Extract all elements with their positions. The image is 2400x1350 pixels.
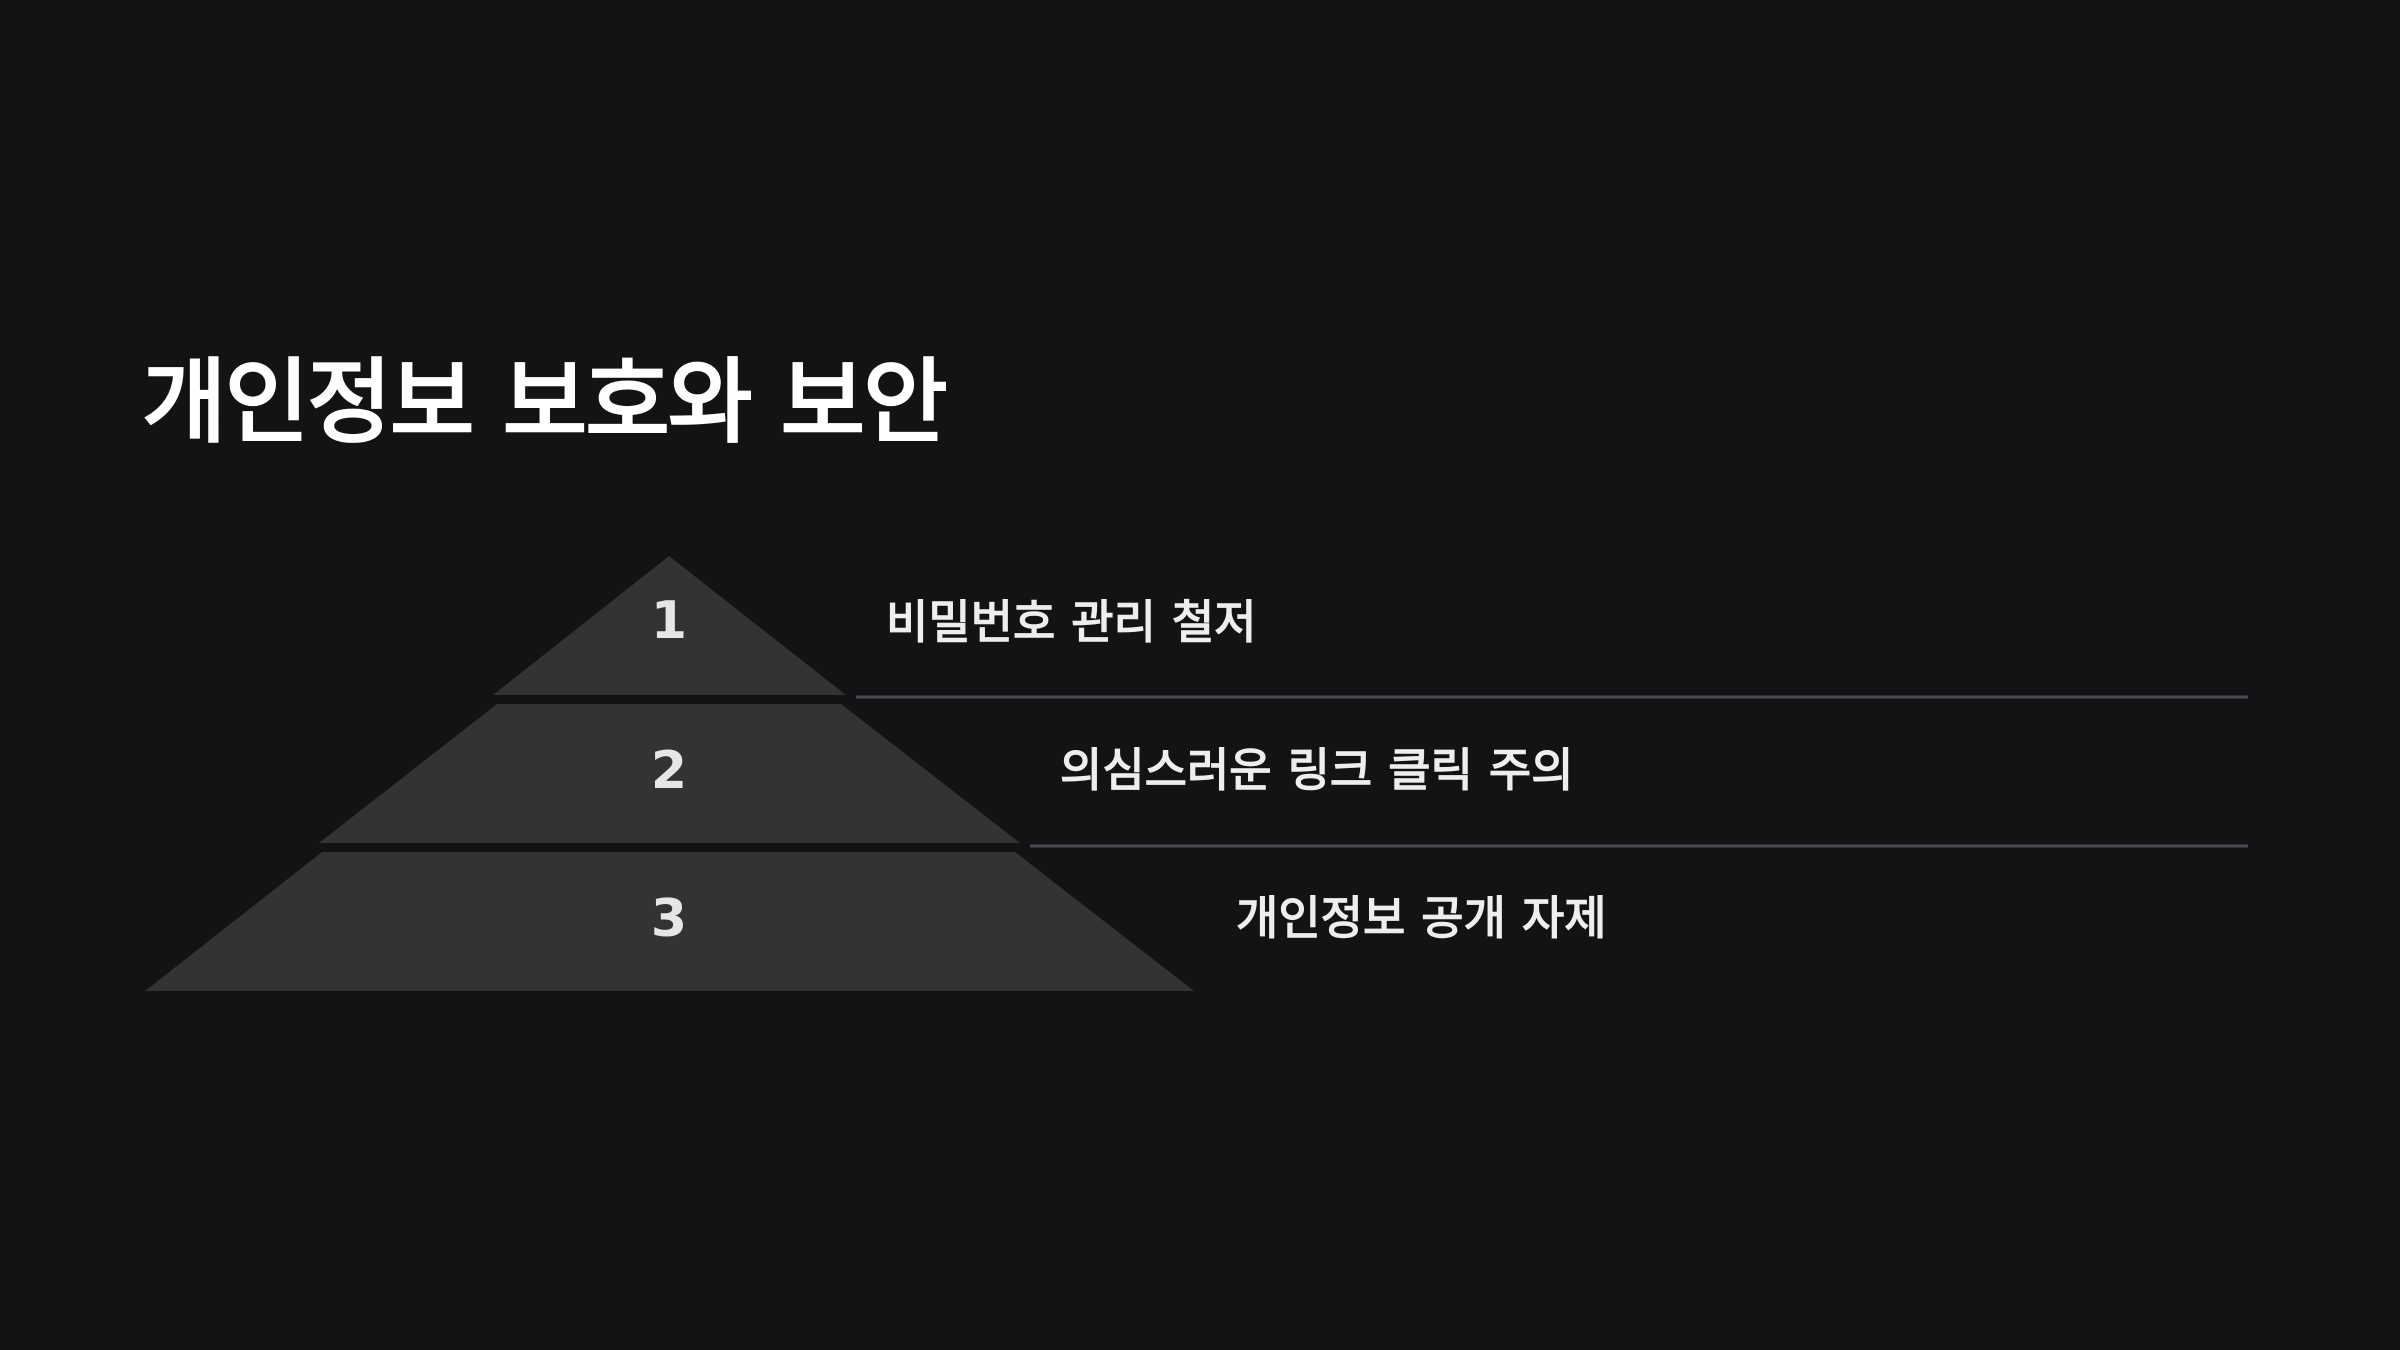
pyramid-tier-2: 2 의심스러운 링크 클릭 주의 (319, 704, 2248, 848)
pyramid-tier-3-label: 개인정보 공개 자제 (1236, 891, 1607, 945)
pyramid-tier-2-number: 2 (651, 741, 687, 801)
pyramid-tier-3: 3 개인정보 공개 자제 (145, 852, 1607, 991)
pyramid-tier-2-shape (319, 704, 1020, 843)
pyramid-tier-2-label: 의심스러운 링크 클릭 주의 (1060, 743, 1574, 797)
pyramid-tier-1-label: 비밀번호 관리 철저 (886, 595, 1257, 649)
slide-title: 개인정보 보호와 보안 (142, 349, 948, 456)
pyramid-tier-3-number: 3 (651, 889, 687, 949)
pyramid-tier-1: 1 비밀번호 관리 철저 (493, 556, 2248, 699)
pyramid-tier-1-shape (493, 556, 846, 695)
pyramid-tier-1-number: 1 (651, 591, 687, 651)
pyramid-tier-3-shape (145, 852, 1194, 991)
